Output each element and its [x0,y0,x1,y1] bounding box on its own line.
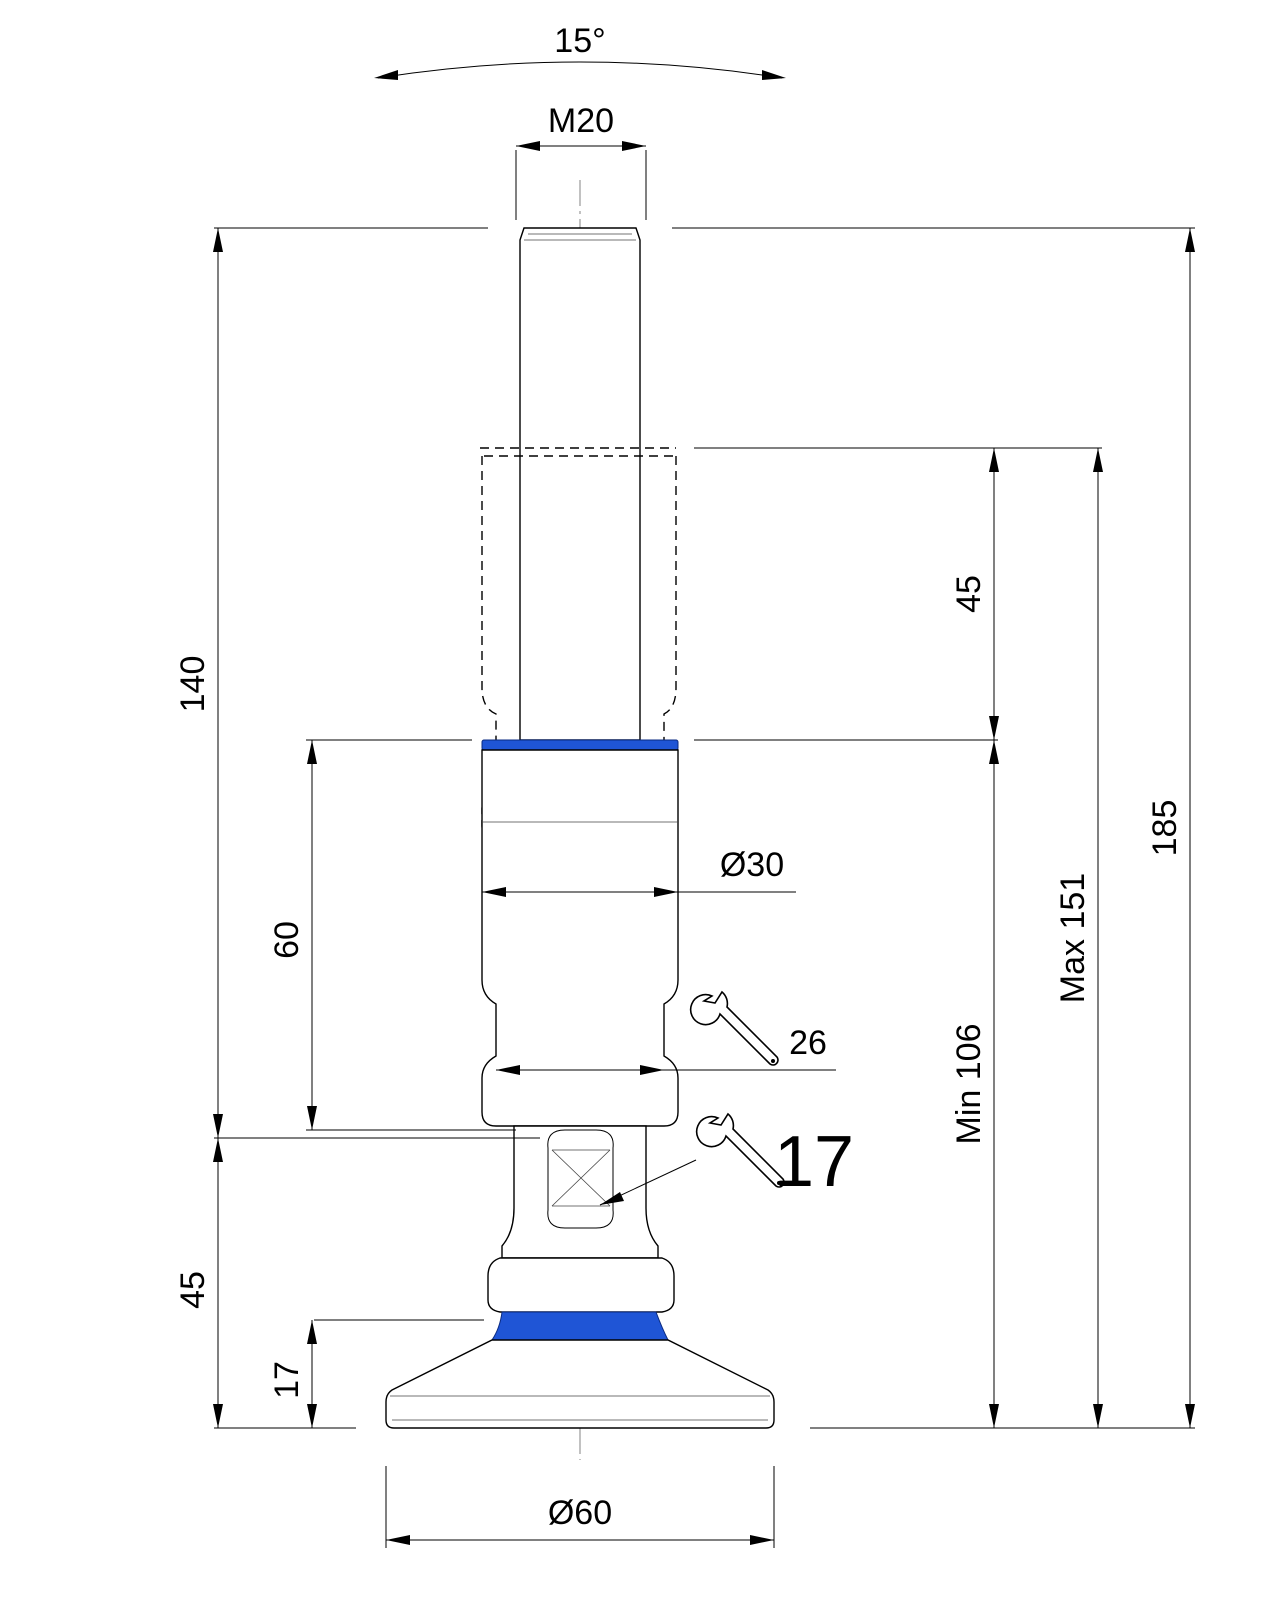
body-height-label: 60 [268,921,306,959]
threaded-stud [519,227,641,741]
stud-height-label: 140 [174,656,212,713]
max-height-label: Max 151 [1054,873,1092,1003]
body-diameter-dimension: Ø30 [482,846,796,897]
base-plate [385,1339,775,1429]
max-height-dimension: Max 151 [1054,448,1103,1428]
angle-label: 15° [554,22,605,60]
base-height-dimension: 17 [268,1320,317,1428]
thread-dimension: M20 [516,102,646,151]
stroke-dimension: 45 [950,448,999,740]
stud-height-dimension: 140 [174,228,223,1138]
extension-lines [214,150,1195,1548]
base-height-label: 17 [268,1361,306,1399]
angle-dimension: 15° [374,22,786,80]
total-height-dimension: 185 [1146,228,1195,1428]
wrench-body-label: 26 [789,1024,827,1062]
total-height-label: 185 [1146,800,1184,857]
foot-height-label: 45 [174,1271,212,1309]
body-height-dimension: 60 [268,740,317,1130]
wrench-icon [689,991,779,1066]
lower-seal [491,1311,669,1341]
upper-seal [481,739,679,751]
stroke-label: 45 [950,575,988,613]
body-diameter-label: Ø30 [720,846,784,884]
base-diameter-dimension: Ø60 [386,1494,774,1545]
wrench-17-dimension: 17 [599,1113,854,1206]
adjusting-body [481,749,679,1127]
wrench-icon [695,1113,785,1188]
base-diameter-label: Ø60 [548,1494,612,1532]
foot-height-dimension: 45 [174,1138,223,1428]
min-height-dimension: Min 106 [950,740,999,1428]
wrench-26-dimension: 26 [496,991,836,1075]
hex-neck [501,1125,659,1259]
thread-label: M20 [548,102,614,140]
min-height-label: Min 106 [950,1024,988,1145]
collar [487,1257,675,1313]
wrench-hex-label: 17 [774,1122,854,1202]
